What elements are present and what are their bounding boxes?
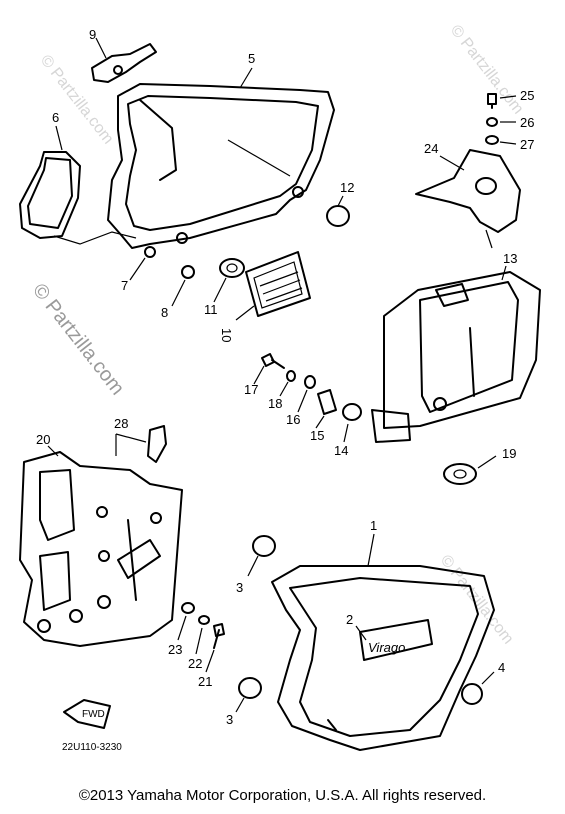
callout-26: 26: [520, 115, 534, 130]
callout-11: 11: [204, 302, 218, 317]
part-17-bolt: [253, 353, 285, 385]
callout-25: 25: [520, 88, 534, 103]
part-2-emblem: Virago: [355, 619, 433, 661]
callout-14: 14: [334, 443, 348, 458]
part-14-grommet: [342, 403, 362, 443]
callout-13: 13: [503, 251, 517, 266]
callout-10: 10: [219, 328, 234, 342]
part-27-washer: [485, 135, 517, 145]
callout-28: 28: [114, 416, 128, 431]
diagram-code: 22U110-3230: [62, 742, 122, 753]
part-21-bolt: [205, 623, 225, 673]
part-15-collar: [315, 389, 337, 429]
part-12-grommet: [326, 195, 350, 227]
callout-27: 27: [520, 137, 534, 152]
part-25-bolt: [487, 93, 517, 109]
callout-15: 15: [310, 428, 324, 443]
callout-2: 2: [346, 612, 353, 627]
callout-19: 19: [502, 446, 516, 461]
callout-18: 18: [268, 396, 282, 411]
callout-8: 8: [161, 305, 168, 320]
part-20-bracket: [19, 445, 183, 647]
part-19-grommet: [443, 455, 497, 485]
part-24-bracket: [415, 149, 521, 249]
part-11-grommet: [213, 258, 245, 303]
watermark-main: © Partzilla.com: [28, 280, 128, 400]
part-4-grommet: [461, 671, 495, 705]
callout-1: 1: [370, 518, 377, 533]
part-23-washer: [177, 602, 195, 641]
callout-20: 20: [36, 432, 50, 447]
part-26-nut: [486, 117, 516, 127]
part-7-grommet: [129, 246, 156, 281]
callout-17: 17: [244, 382, 258, 397]
watermark-faint: © Partzilla.com: [437, 552, 517, 647]
callout-4: 4: [498, 660, 505, 675]
part-6-pad: [19, 125, 137, 245]
watermark-faint: © Partzilla.com: [447, 22, 527, 117]
callout-24: 24: [424, 141, 438, 156]
part-28-clip: [115, 425, 167, 463]
part-9-bracket: [91, 37, 157, 83]
part-1-side-cover: [271, 533, 495, 751]
callout-16: 16: [286, 412, 300, 427]
part-3-grommet-upper: [247, 535, 276, 577]
part-16-washer: [297, 375, 316, 413]
emblem-text: Virago: [368, 640, 405, 655]
callout-9: 9: [89, 27, 96, 42]
callout-3: 3: [226, 712, 233, 727]
callout-7: 7: [121, 278, 128, 293]
part-8-grommet: [171, 265, 195, 307]
part-3-grommet-lower: [235, 677, 262, 713]
callout-6: 6: [52, 110, 59, 125]
part-22-washer: [195, 615, 210, 655]
callout-12: 12: [340, 180, 354, 195]
front-arrow-label: FWD: [82, 709, 105, 720]
callout-5: 5: [248, 51, 255, 66]
part-5-side-cover: [107, 67, 335, 249]
part-18-washer: [279, 370, 296, 397]
callout-3: 3: [236, 580, 243, 595]
callout-22: 22: [188, 656, 202, 671]
callout-23: 23: [168, 642, 182, 657]
callout-21: 21: [198, 674, 212, 689]
front-arrow-icon: FWD: [63, 699, 111, 729]
watermark-faint: © Partzilla.com: [37, 52, 117, 147]
part-10-plate: [235, 251, 311, 321]
part-13-box: [371, 265, 541, 443]
copyright-notice: ©2013 Yamaha Motor Corporation, U.S.A. A…: [78, 787, 487, 804]
